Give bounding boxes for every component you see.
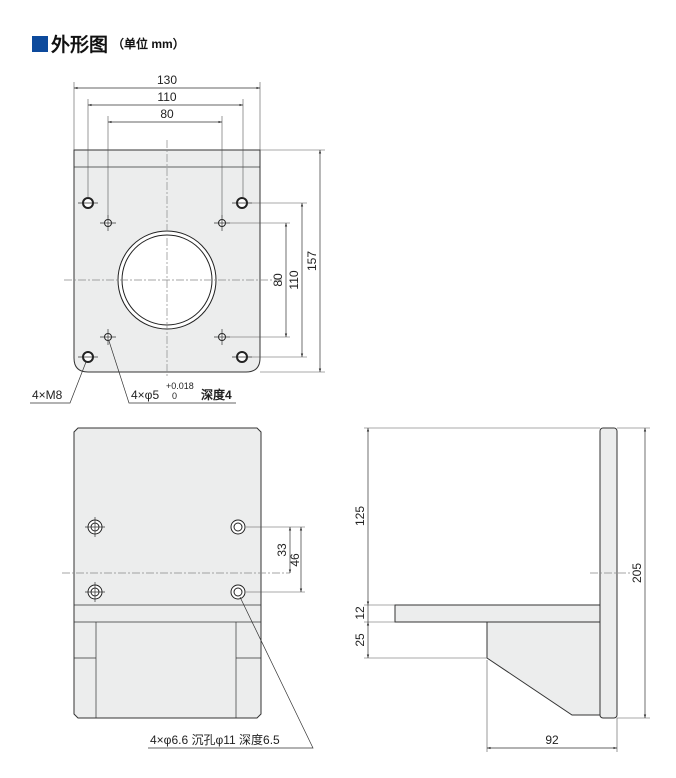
side-view: 125 12 25 205 92 — [353, 427, 650, 752]
dim-92: 92 — [545, 733, 559, 747]
dim-46: 46 — [288, 553, 302, 567]
front-view: 33 46 4×φ6.6 沉孔φ11 深度6.5 — [62, 427, 314, 749]
callout-m8: 4×M8 — [32, 388, 63, 402]
dim-12: 12 — [353, 606, 367, 620]
callout-tol-upper: +0.018 — [166, 381, 194, 391]
dim-25: 25 — [353, 633, 367, 647]
dim-80-h: 80 — [160, 107, 174, 121]
title-square-icon — [32, 35, 48, 52]
counterbore-holes — [85, 517, 246, 602]
callout-tol-lower: 0 — [172, 391, 177, 401]
m8-holes — [78, 197, 252, 363]
callout-pin: 4×φ5 — [131, 388, 159, 402]
page-title: 外形图 — [51, 35, 109, 56]
dim-130: 130 — [157, 73, 177, 87]
unit-label: （单位 mm） — [112, 37, 185, 51]
header: 外形图 （单位 mm） — [32, 30, 185, 57]
top-view: 130 110 80 157 110 80 4×M8 4×φ5 +0.018 0… — [30, 73, 325, 404]
dim-80-v: 80 — [271, 273, 285, 287]
dim-125: 125 — [353, 506, 367, 526]
dim-110-h: 110 — [157, 90, 176, 104]
callout-counterbore: 4×φ6.6 沉孔φ11 深度6.5 — [150, 732, 280, 747]
dim-33: 33 — [275, 543, 289, 557]
callout-depth: 深度4 — [201, 387, 232, 402]
dim-157: 157 — [305, 251, 319, 271]
pin-holes — [100, 215, 230, 345]
dim-205: 205 — [630, 563, 644, 583]
dim-110-v: 110 — [287, 270, 301, 289]
